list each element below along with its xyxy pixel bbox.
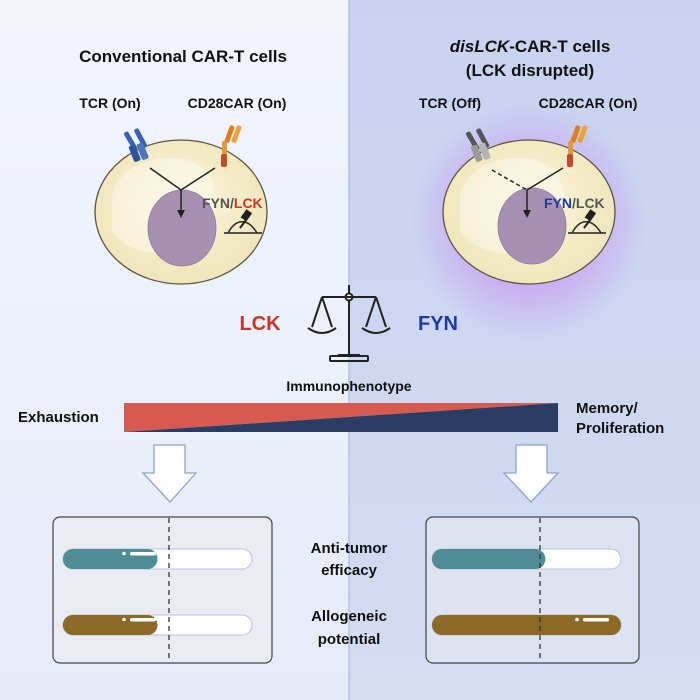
right-cell <box>442 139 616 285</box>
left-outcome-box <box>52 516 273 664</box>
left-car-receptor <box>221 125 242 167</box>
left-kinase-symbol <box>224 209 262 234</box>
left-kinase-label: FYN/LCK <box>202 195 263 211</box>
right-panel-title: disLCK-CAR-T cells <box>450 37 611 56</box>
right-panel-subtitle: (LCK disrupted) <box>466 61 594 80</box>
right-down-arrow <box>502 444 560 503</box>
right-allogeneic-bar <box>431 614 622 636</box>
left-signal-arrowhead <box>177 210 185 218</box>
exhaustion-label: Exhaustion <box>18 409 99 426</box>
antitumor-label-line1: Anti-tumor <box>311 540 388 557</box>
right-antitumor-bar <box>431 548 622 570</box>
antitumor-label-line2: efficacy <box>321 562 378 579</box>
left-panel-title: Conventional CAR-T cells <box>79 47 287 66</box>
left-car-label: CD28CAR (On) <box>188 95 287 111</box>
memory-wedge <box>124 403 558 432</box>
balance-scale-icon <box>307 285 391 362</box>
left-down-arrow <box>141 444 198 503</box>
right-car-label: CD28CAR (On) <box>539 95 638 111</box>
right-allogeneic-fill <box>432 615 621 635</box>
right-tcr-receptor-off <box>466 128 491 162</box>
allogeneic-label-line2: potential <box>318 631 381 648</box>
right-kinase-label: FYN/LCK <box>544 195 605 211</box>
balance-lck-label: LCK <box>239 313 281 335</box>
left-tcr-label: TCR (On) <box>79 95 140 111</box>
right-antitumor-fill <box>432 549 546 569</box>
right-kinase-symbol <box>568 209 606 234</box>
right-car-receptor <box>567 125 588 167</box>
left-antitumor-bar <box>62 548 253 570</box>
right-nucleus <box>497 187 567 265</box>
allogeneic-label-line1: Allogeneic <box>311 608 387 625</box>
left-cell <box>94 139 268 285</box>
left-allogeneic-bar <box>62 614 253 636</box>
right-car-signal-line <box>526 167 564 191</box>
right-outcome-box <box>425 516 640 664</box>
right-signal-arrowhead <box>523 210 531 218</box>
left-tcr-receptor <box>123 128 149 162</box>
proliferation-label: Proliferation <box>576 420 664 437</box>
right-tcr-label: TCR (Off) <box>419 95 481 111</box>
balance-fyn-label: FYN <box>418 313 458 335</box>
memory-label: Memory/ <box>576 400 639 417</box>
immunophenotype-caption: Immunophenotype <box>286 378 411 394</box>
